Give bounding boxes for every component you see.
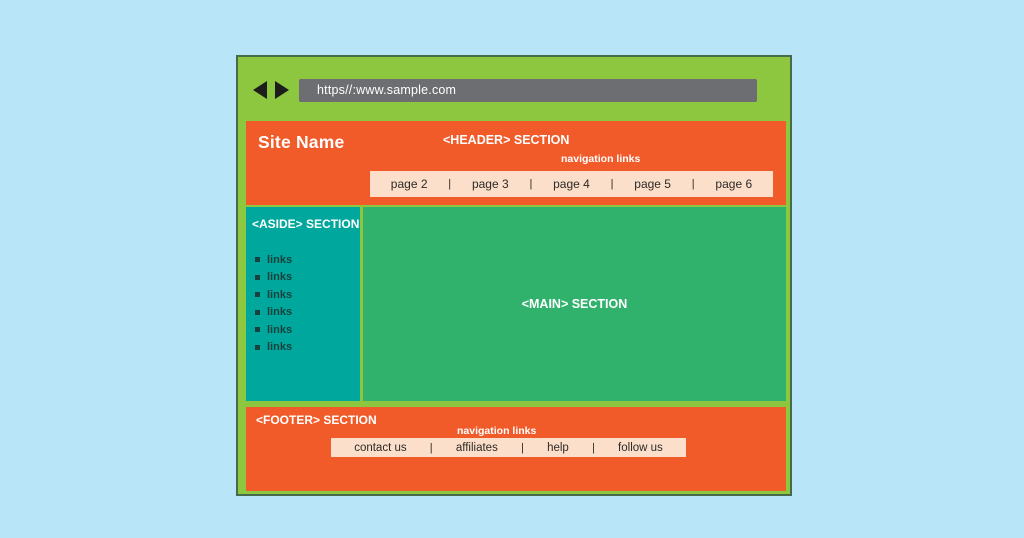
link-label: links — [267, 323, 293, 336]
square-bullet-icon — [255, 309, 260, 315]
nav-separator: | — [691, 178, 695, 190]
aside-link[interactable]: links — [255, 304, 360, 322]
footer-nav-caption: navigation links — [457, 425, 537, 437]
aside-link[interactable]: links — [255, 286, 360, 304]
header-nav-bar: page 2 | page 3 | page 4 | page 5 | page 6 — [370, 171, 773, 197]
main-section: <MAIN> SECTION — [363, 207, 786, 401]
footer-nav-link[interactable]: follow us — [618, 441, 663, 454]
link-label: links — [267, 253, 293, 266]
footer-nav-link[interactable]: help — [547, 441, 569, 454]
square-bullet-icon — [255, 292, 260, 298]
aside-links-list: links links links links links links — [255, 251, 360, 356]
browser-window-frame: https//:www.sample.com Site Name <HEADER… — [236, 55, 792, 496]
footer-section: <FOOTER> SECTION navigation links contac… — [246, 407, 786, 491]
forward-button-icon[interactable] — [275, 81, 289, 99]
link-label: links — [267, 271, 293, 284]
link-label: links — [267, 306, 293, 319]
back-button-icon[interactable] — [253, 81, 267, 99]
link-label: links — [267, 341, 293, 354]
square-bullet-icon — [255, 274, 260, 280]
footer-nav-link[interactable]: contact us — [354, 441, 407, 454]
browser-toolbar — [253, 81, 289, 99]
header-nav-link[interactable]: page 3 — [471, 177, 509, 191]
aside-link[interactable]: links — [255, 251, 360, 269]
header-nav-link[interactable]: page 4 — [553, 177, 590, 191]
nav-separator: | — [448, 178, 452, 190]
aside-link[interactable]: links — [255, 269, 360, 287]
header-nav-link[interactable]: page 2 — [390, 177, 428, 191]
nav-separator: | — [529, 178, 533, 190]
main-section-label: <MAIN> SECTION — [521, 297, 628, 311]
header-nav-caption: navigation links — [561, 153, 641, 165]
aside-link[interactable]: links — [255, 321, 360, 339]
square-bullet-icon — [255, 327, 260, 333]
header-section-label: <HEADER> SECTION — [443, 133, 570, 147]
square-bullet-icon — [255, 257, 260, 263]
aside-section-label: <ASIDE> SECTION — [252, 217, 360, 231]
footer-nav-bar: contact us | affiliates | help | follow us — [331, 438, 686, 457]
header-nav-link[interactable]: page 5 — [634, 177, 671, 191]
footer-section-label: <FOOTER> SECTION — [256, 413, 377, 427]
site-name: Site Name — [258, 132, 345, 152]
footer-nav-link[interactable]: affiliates — [455, 441, 498, 454]
aside-link[interactable]: links — [255, 339, 360, 357]
square-bullet-icon — [255, 344, 260, 350]
address-bar[interactable]: https//:www.sample.com — [299, 79, 757, 102]
header-section: Site Name <HEADER> SECTION navigation li… — [246, 121, 786, 205]
link-label: links — [267, 288, 293, 301]
nav-separator: | — [521, 441, 524, 454]
nav-separator: | — [610, 178, 614, 190]
header-nav-link[interactable]: page 6 — [715, 177, 753, 191]
nav-separator: | — [592, 441, 595, 454]
nav-separator: | — [429, 441, 433, 454]
